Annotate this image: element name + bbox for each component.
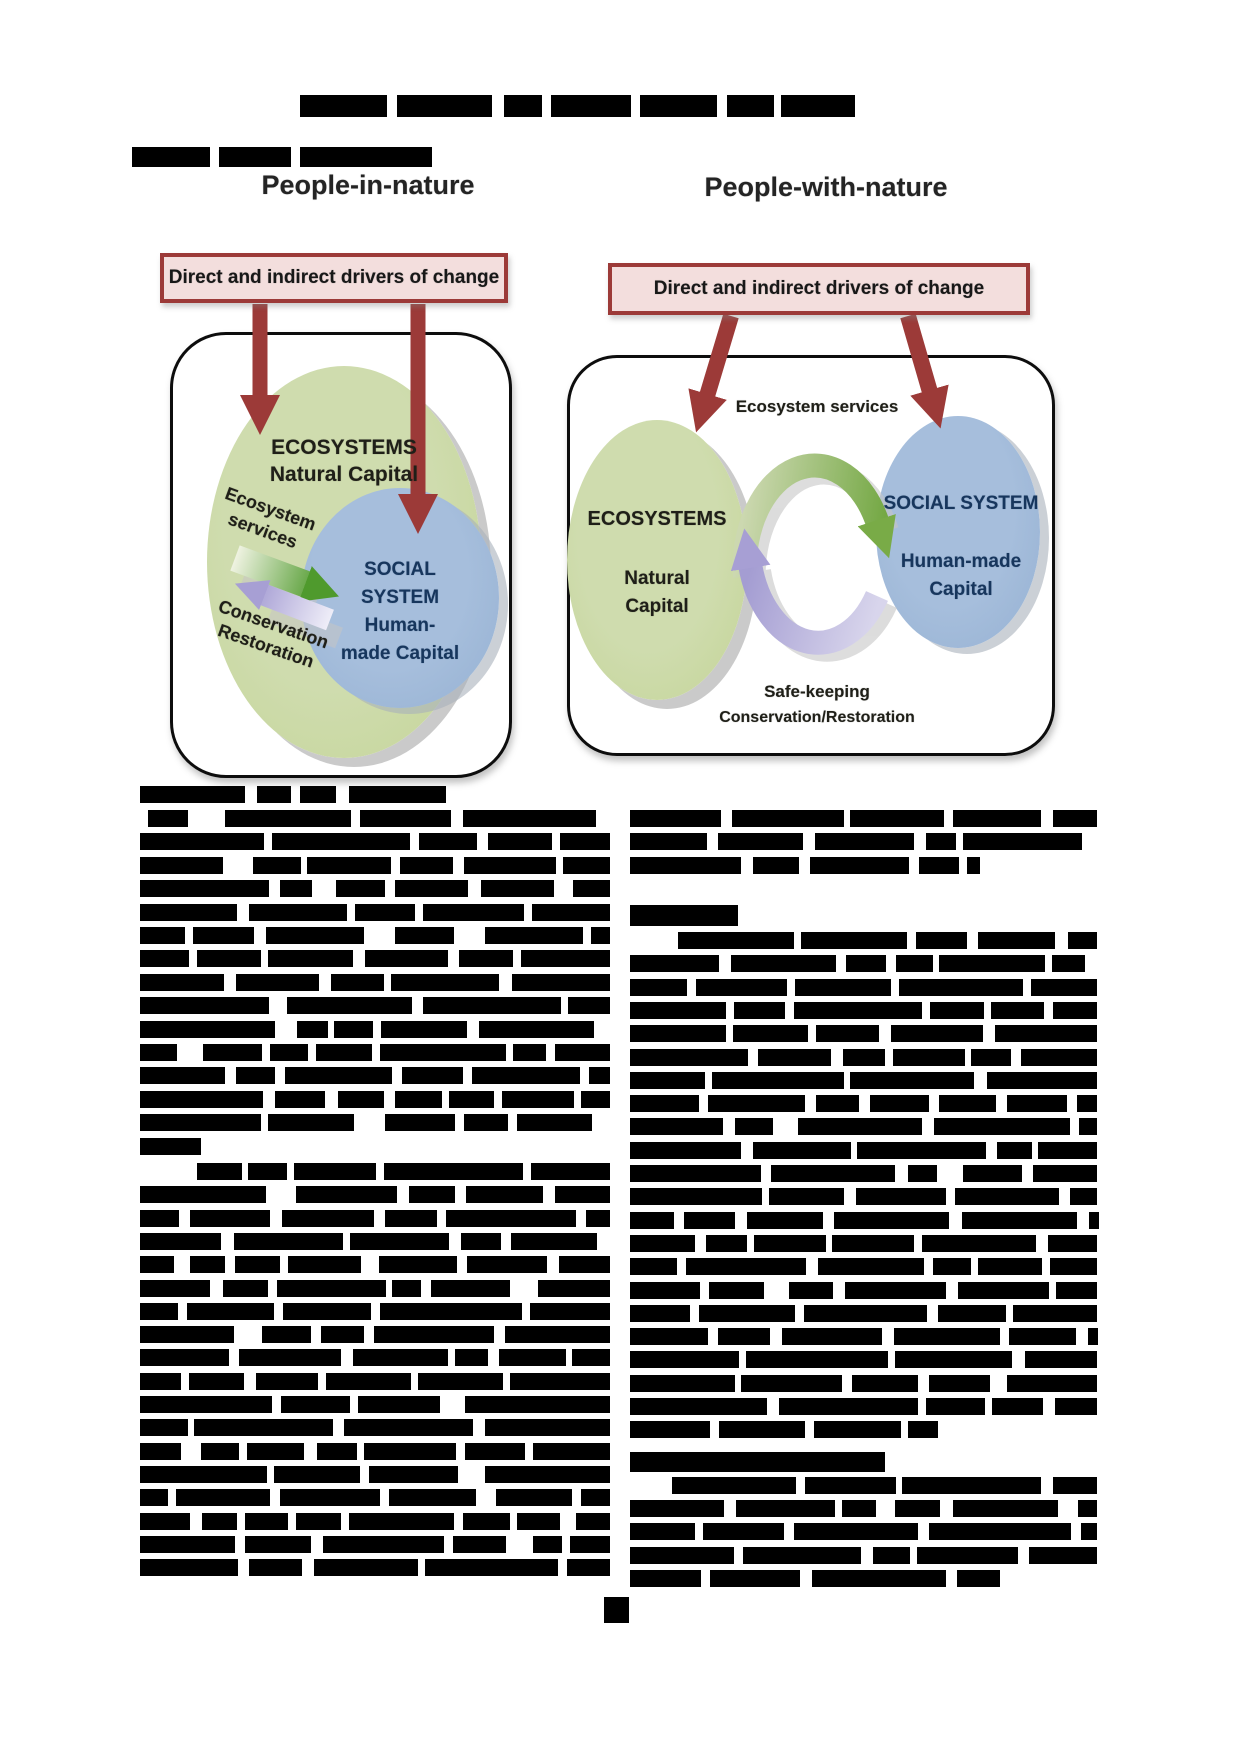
- right-column-paragraph-2-redacted: [630, 932, 1099, 1445]
- left-drivers-box-label: Direct and indirect drivers of change: [168, 267, 500, 288]
- right-column-heading-2-redacted: [630, 1452, 885, 1472]
- left-social-system-label: SOCIAL SYSTEM Human- made Capital: [306, 556, 494, 668]
- right-drivers-box: Direct and indirect drivers of change: [608, 263, 1030, 315]
- right-human-made-capital-label: Capital: [929, 579, 993, 600]
- left-ecosystems-label-line1: ECOSYSTEMS: [271, 436, 417, 459]
- caption-fragment-redacted: [148, 810, 188, 827]
- right-column-heading-1-redacted: [630, 905, 738, 926]
- right-ecosystem-services-label: Ecosystem services: [735, 397, 899, 416]
- social-line4: made Capital: [340, 643, 460, 664]
- social-line2: SYSTEM: [360, 587, 440, 608]
- right-ecosystems-label: ECOSYSTEMS: [587, 508, 727, 530]
- left-panel-title: People-in-nature: [261, 170, 475, 200]
- page-number-redacted: [604, 1597, 629, 1623]
- journal-header-redacted: [300, 95, 866, 119]
- right-human-made-label: Human-made: [900, 551, 1022, 572]
- right-drivers-box-label: Direct and indirect drivers of change: [653, 278, 985, 299]
- right-social-system-ellipse: [876, 416, 1040, 648]
- right-ecosystems-ellipse: [567, 420, 747, 700]
- left-ecosystems-label: ECOSYSTEMS Natural Capital: [234, 434, 454, 489]
- right-conservation-restoration-label: Conservation/Restoration: [719, 709, 915, 726]
- right-column-paragraph-3-redacted: [630, 1477, 1097, 1593]
- left-column-paragraph-1-redacted: [140, 810, 610, 1161]
- left-ecosystems-label-line2: Natural Capital: [269, 463, 419, 487]
- left-column-paragraph-2-redacted: [140, 1163, 610, 1582]
- left-system-boundary: [170, 332, 512, 778]
- left-drivers-box: Direct and indirect drivers of change: [160, 253, 508, 303]
- right-column-paragraph-1-redacted: [630, 810, 1097, 880]
- right-capital-label: Capital: [625, 596, 689, 617]
- right-panel-title: People-with-nature: [704, 172, 948, 202]
- figure-caption-redacted: [132, 147, 432, 169]
- right-natural-label: Natural: [624, 568, 690, 589]
- figure-source-redacted: [140, 786, 446, 806]
- right-safe-keeping-label: Safe-keeping: [764, 682, 870, 701]
- social-line1: SOCIAL: [364, 559, 436, 580]
- social-line3: Human-: [364, 615, 436, 636]
- right-social-system-label: SOCIAL SYSTEM: [883, 493, 1039, 514]
